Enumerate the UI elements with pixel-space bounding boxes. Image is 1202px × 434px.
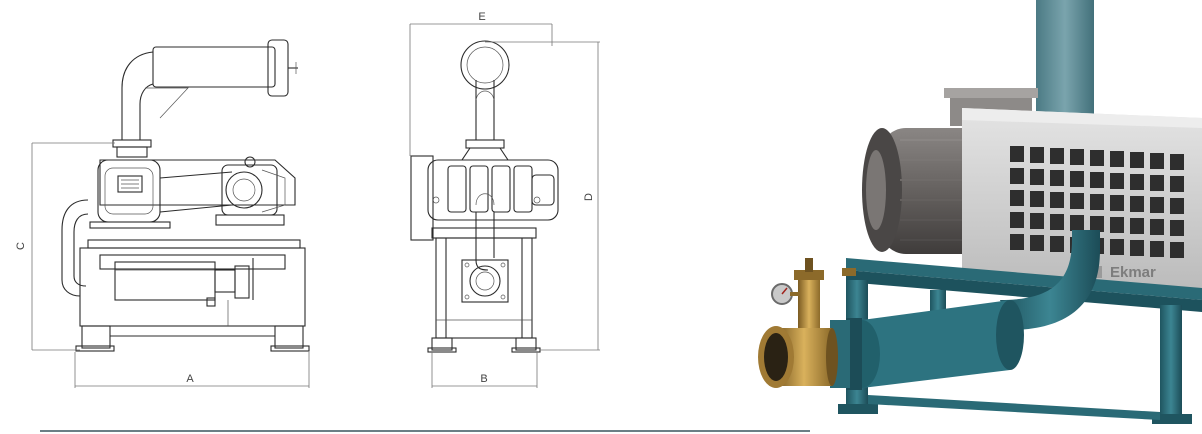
base-frame	[838, 258, 1202, 424]
product-render: Ekmar	[758, 0, 1202, 424]
inlet-pipe	[830, 230, 1100, 390]
dimension-label-a: A	[186, 373, 194, 385]
dimension-label-c: C	[15, 242, 27, 250]
side-view-drawing	[410, 40, 559, 353]
bottom-rule	[40, 430, 810, 432]
brass-inlet	[758, 326, 838, 388]
dimension-label-d: D	[583, 193, 595, 201]
dimension-label-b: B	[480, 373, 487, 385]
side-view-dimensions	[409, 23, 600, 388]
pressure-gauge-icon	[771, 283, 800, 305]
ventilation-grille	[1010, 146, 1184, 258]
relief-valve	[794, 258, 824, 328]
dimension-label-e: E	[478, 11, 485, 23]
acoustic-hood: Ekmar	[962, 108, 1202, 300]
front-view-drawing	[61, 39, 310, 352]
brand-logo: Ekmar	[1110, 264, 1156, 281]
front-view-dimensions	[31, 142, 310, 388]
